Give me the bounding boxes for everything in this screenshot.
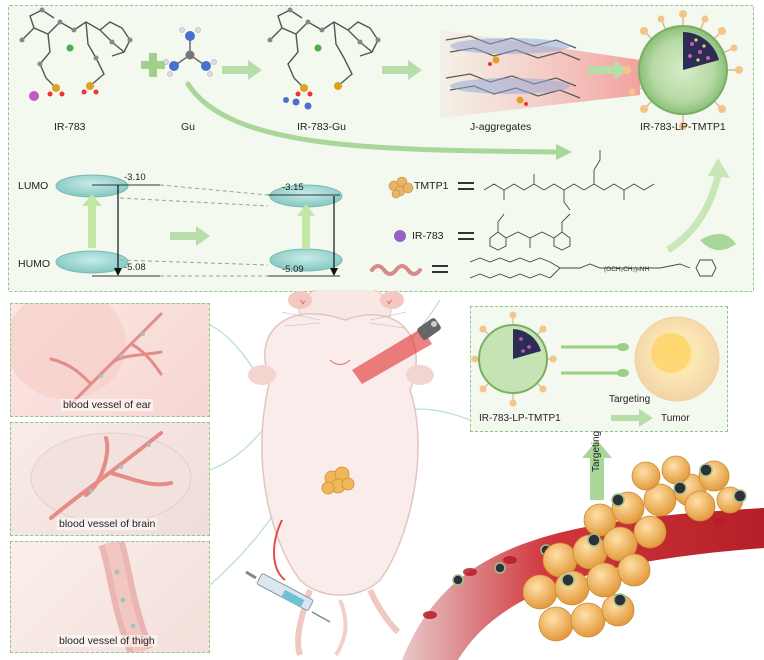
- curved-arrow: [185, 81, 563, 155]
- panel-brain: blood vessel of brain: [10, 422, 210, 536]
- leaf-icon: [700, 233, 736, 251]
- panel-thigh: blood vessel of thigh: [10, 541, 210, 653]
- label-targeting-nano: IR-783-LP-TMTP1: [479, 413, 561, 424]
- value-left-lumo: -3.10: [124, 172, 146, 183]
- label-tumor: Tumor: [661, 413, 690, 424]
- plus-icon: [141, 53, 165, 77]
- synthesis-graphics: (OCH₂CH₂)ₙNH: [19, 7, 743, 279]
- in-vivo-graphics: [209, 290, 764, 660]
- lipid-icon: [370, 264, 422, 276]
- mouse-tumor: [321, 466, 355, 495]
- svg-text:(OCH₂CH₂)ₙNH: (OCH₂CH₂)ₙNH: [604, 266, 649, 273]
- targeting-box: IR-783-LP-TMTP1 Targeting Tumor: [470, 306, 728, 432]
- syringe-icon: [245, 570, 331, 623]
- label-gu: Gu: [181, 121, 196, 133]
- label-ear: blood vessel of ear: [61, 399, 154, 411]
- label-vertical-targeting: Targeting: [591, 430, 602, 472]
- label-thigh: blood vessel of thigh: [57, 635, 157, 647]
- energy-diagram: [55, 174, 343, 277]
- label-lumo: LUMO: [18, 180, 49, 192]
- targeting-illustration: [471, 311, 720, 427]
- value-left-humo: -5.08: [124, 262, 146, 273]
- ir783-structure: [489, 213, 571, 251]
- tmtp1-structure: [483, 150, 655, 211]
- value-right-humo: -5.09: [282, 264, 304, 275]
- arrow-right-icon: [222, 60, 262, 80]
- label-targeting: Targeting: [609, 394, 651, 405]
- mouse-graphic: [248, 290, 434, 657]
- curved-arrow-up: [666, 175, 722, 253]
- arrow-right-icon: [382, 60, 422, 80]
- label-humo: HUMO: [18, 258, 51, 270]
- laser-graphic: [352, 318, 441, 384]
- lipid-structure: [469, 257, 717, 279]
- panel-ear: blood vessel of ear: [10, 303, 210, 417]
- label-j-aggregates: J-aggregates: [470, 121, 532, 133]
- gu-molecule: [163, 27, 217, 77]
- label-brain: blood vessel of brain: [57, 518, 158, 530]
- ear-vessel-illustration: [11, 304, 163, 406]
- legend-tmtp1: TMTP1: [414, 180, 449, 192]
- ir783-molecule: [19, 7, 133, 101]
- ir783gu-molecule: [267, 7, 381, 110]
- tmtp1-icon: [388, 176, 414, 199]
- ir783-bead-icon: [394, 230, 406, 242]
- equals-icon: [432, 182, 474, 273]
- label-product: IR-783-LP-TMTP1: [640, 121, 726, 133]
- value-right-lumo: -3.15: [282, 182, 304, 193]
- label-ir783: IR-783: [54, 121, 86, 133]
- label-ir783gu: IR-783-Gu: [297, 121, 347, 133]
- legend-ir783: IR-783: [412, 230, 444, 242]
- j-aggregates-graphic: [440, 30, 640, 118]
- nanoparticle-graphic: [623, 10, 743, 130]
- targeting-arrow-up: [582, 440, 612, 500]
- arrow-right-icon: [588, 60, 628, 80]
